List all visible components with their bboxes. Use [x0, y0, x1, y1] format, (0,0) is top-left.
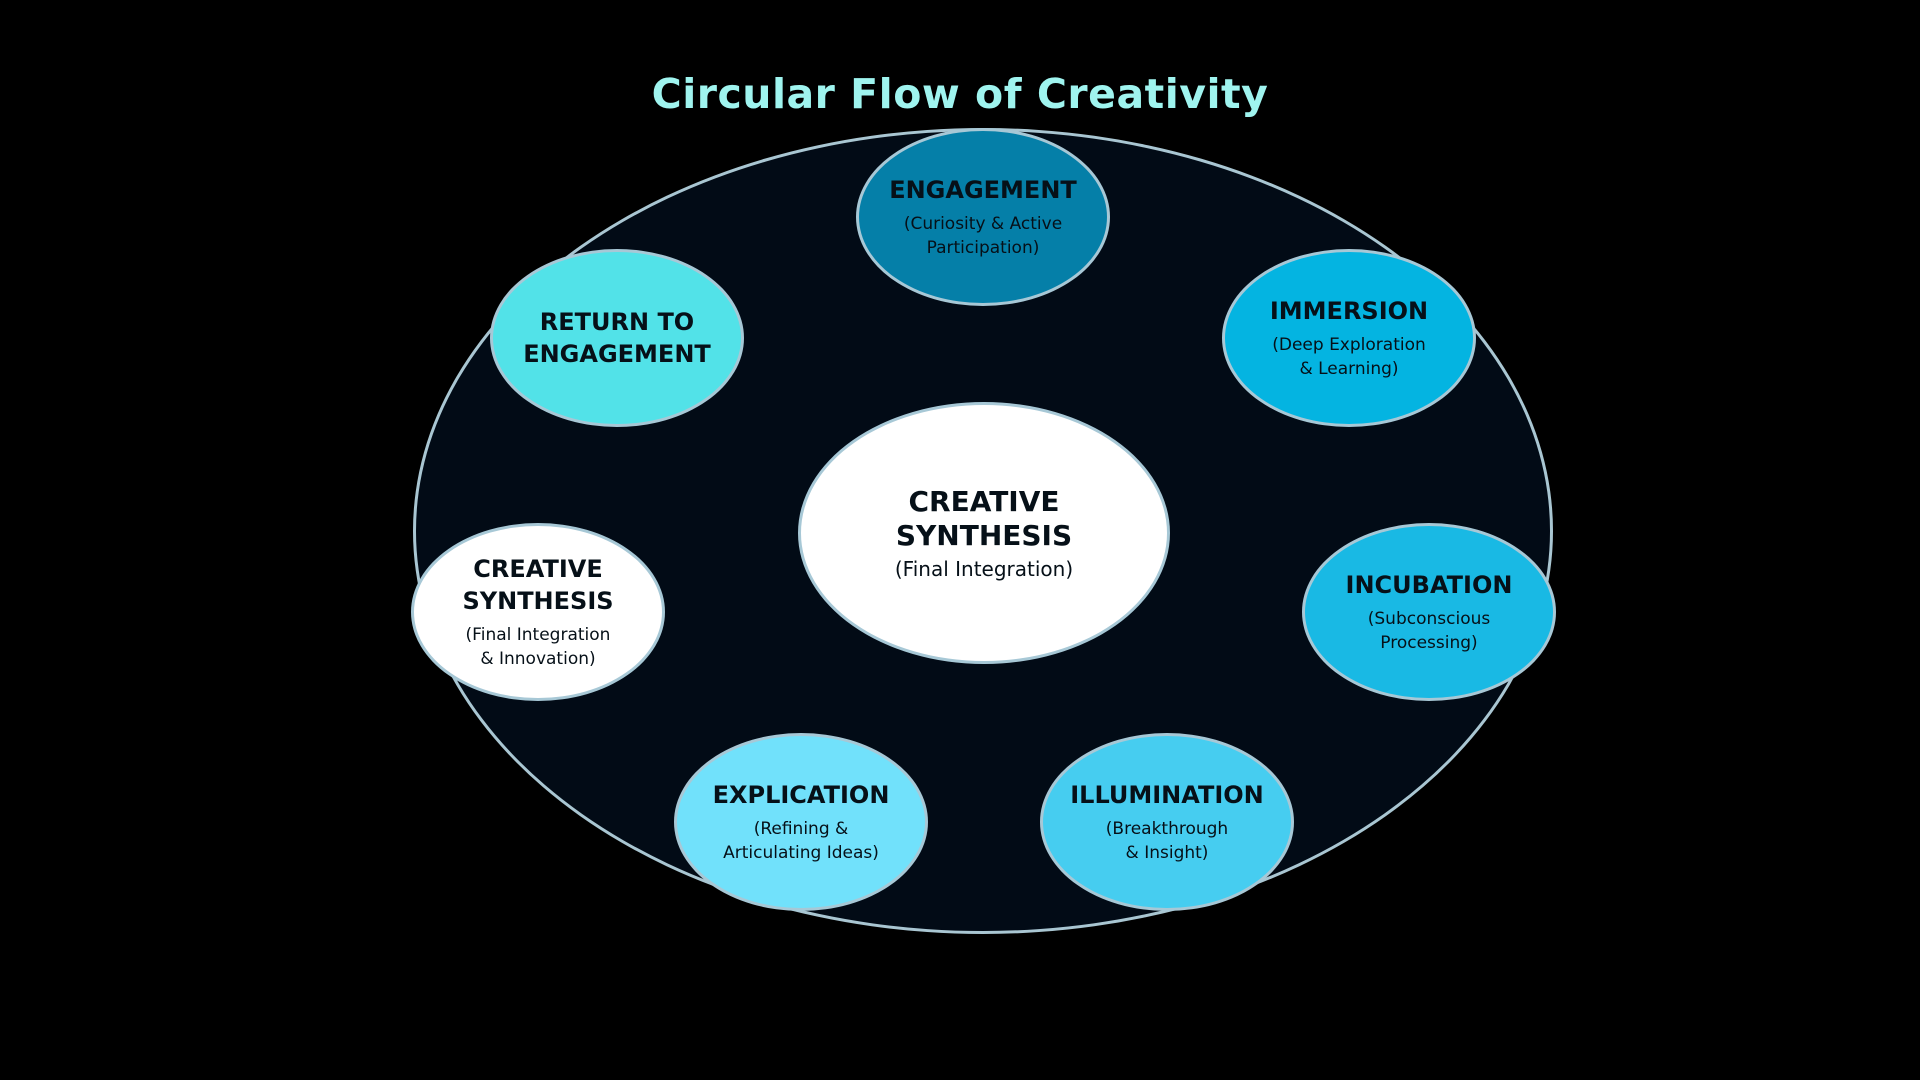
diagram-title: Circular Flow of Creativity: [651, 70, 1269, 118]
stage-engagement: ENGAGEMENT (Curiosity & Active Participa…: [856, 128, 1110, 306]
stage-label: EXPLICATION: [712, 781, 890, 809]
stage-description: (Subconscious Processing): [1367, 609, 1491, 653]
stage-label: RETURN TO ENGAGEMENT: [523, 308, 711, 368]
stage-creative-synthesis: CREATIVE SYNTHESIS (Final Integration & …: [411, 523, 665, 701]
stage-illumination: ILLUMINATION (Breakthrough & Insight): [1040, 733, 1294, 911]
stage-label: IMMERSION: [1269, 297, 1429, 325]
stage-label: ILLUMINATION: [1070, 781, 1264, 809]
stage-explication: EXPLICATION (Refining & Articulating Ide…: [674, 733, 928, 911]
stage-description: (Refining & Articulating Ideas): [723, 819, 879, 863]
stage-description: (Curiosity & Active Participation): [903, 214, 1063, 258]
stage-description: (Final Integration & Innovation): [465, 625, 611, 669]
stage-label: ENGAGEMENT: [889, 176, 1077, 204]
center-description: (Final Integration): [894, 557, 1074, 581]
center-creative-synthesis: CREATIVE SYNTHESIS (Final Integration): [798, 402, 1170, 664]
stage-return-to-engagement: RETURN TO ENGAGEMENT: [490, 249, 744, 427]
stage-incubation: INCUBATION (Subconscious Processing): [1302, 523, 1556, 701]
stage-immersion: IMMERSION (Deep Exploration & Learning): [1222, 249, 1476, 427]
stage-label: CREATIVE SYNTHESIS: [462, 555, 614, 615]
stage-description: (Breakthrough & Insight): [1105, 819, 1229, 863]
stage-description: (Deep Exploration & Learning): [1272, 335, 1426, 379]
stage-label: INCUBATION: [1345, 571, 1513, 599]
center-label: CREATIVE SYNTHESIS: [895, 485, 1073, 552]
